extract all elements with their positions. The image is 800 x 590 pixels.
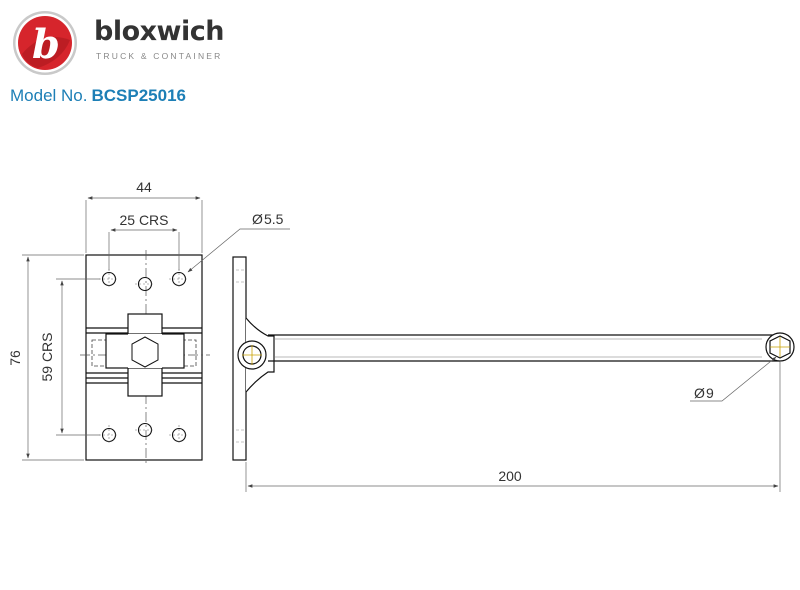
dimension-labels: 44 25 CRS Ø 5.5 76 59 CRS Ø 9 200 bbox=[7, 179, 714, 484]
brand-name: bloxwich bbox=[94, 16, 224, 47]
dimensions bbox=[22, 196, 781, 492]
dim-pin-diameter-symbol: Ø bbox=[694, 385, 705, 401]
dim-overall-width: 44 bbox=[136, 179, 152, 195]
brand-logo: b bloxwich TRUCK & CONTAINER bbox=[12, 10, 232, 76]
dim-hole-diameter: 5.5 bbox=[264, 211, 284, 227]
dim-hole-centres: 25 CRS bbox=[119, 212, 168, 228]
dim-arm-length: 200 bbox=[498, 468, 522, 484]
model-number-line: Model No.BCSP25016 bbox=[10, 86, 186, 106]
dim-vertical-centres: 59 CRS bbox=[39, 332, 55, 381]
centre-block bbox=[105, 313, 185, 397]
dim-pin-diameter: 9 bbox=[706, 385, 714, 401]
stay-arm bbox=[268, 334, 780, 362]
side-view bbox=[232, 256, 795, 461]
dim-overall-height: 76 bbox=[7, 350, 23, 366]
pin-hexagon bbox=[131, 336, 159, 368]
brand-tagline: TRUCK & CONTAINER bbox=[96, 51, 223, 61]
model-label: Model No. bbox=[10, 86, 88, 105]
front-view bbox=[80, 250, 210, 466]
mounting-plate bbox=[85, 254, 203, 461]
mounting-holes bbox=[99, 269, 189, 445]
model-number: BCSP25016 bbox=[91, 86, 186, 105]
logo-letter: b bbox=[32, 21, 60, 68]
dim-hole-diameter-symbol: Ø bbox=[252, 211, 263, 227]
logo-badge-icon: b bbox=[13, 11, 77, 75]
